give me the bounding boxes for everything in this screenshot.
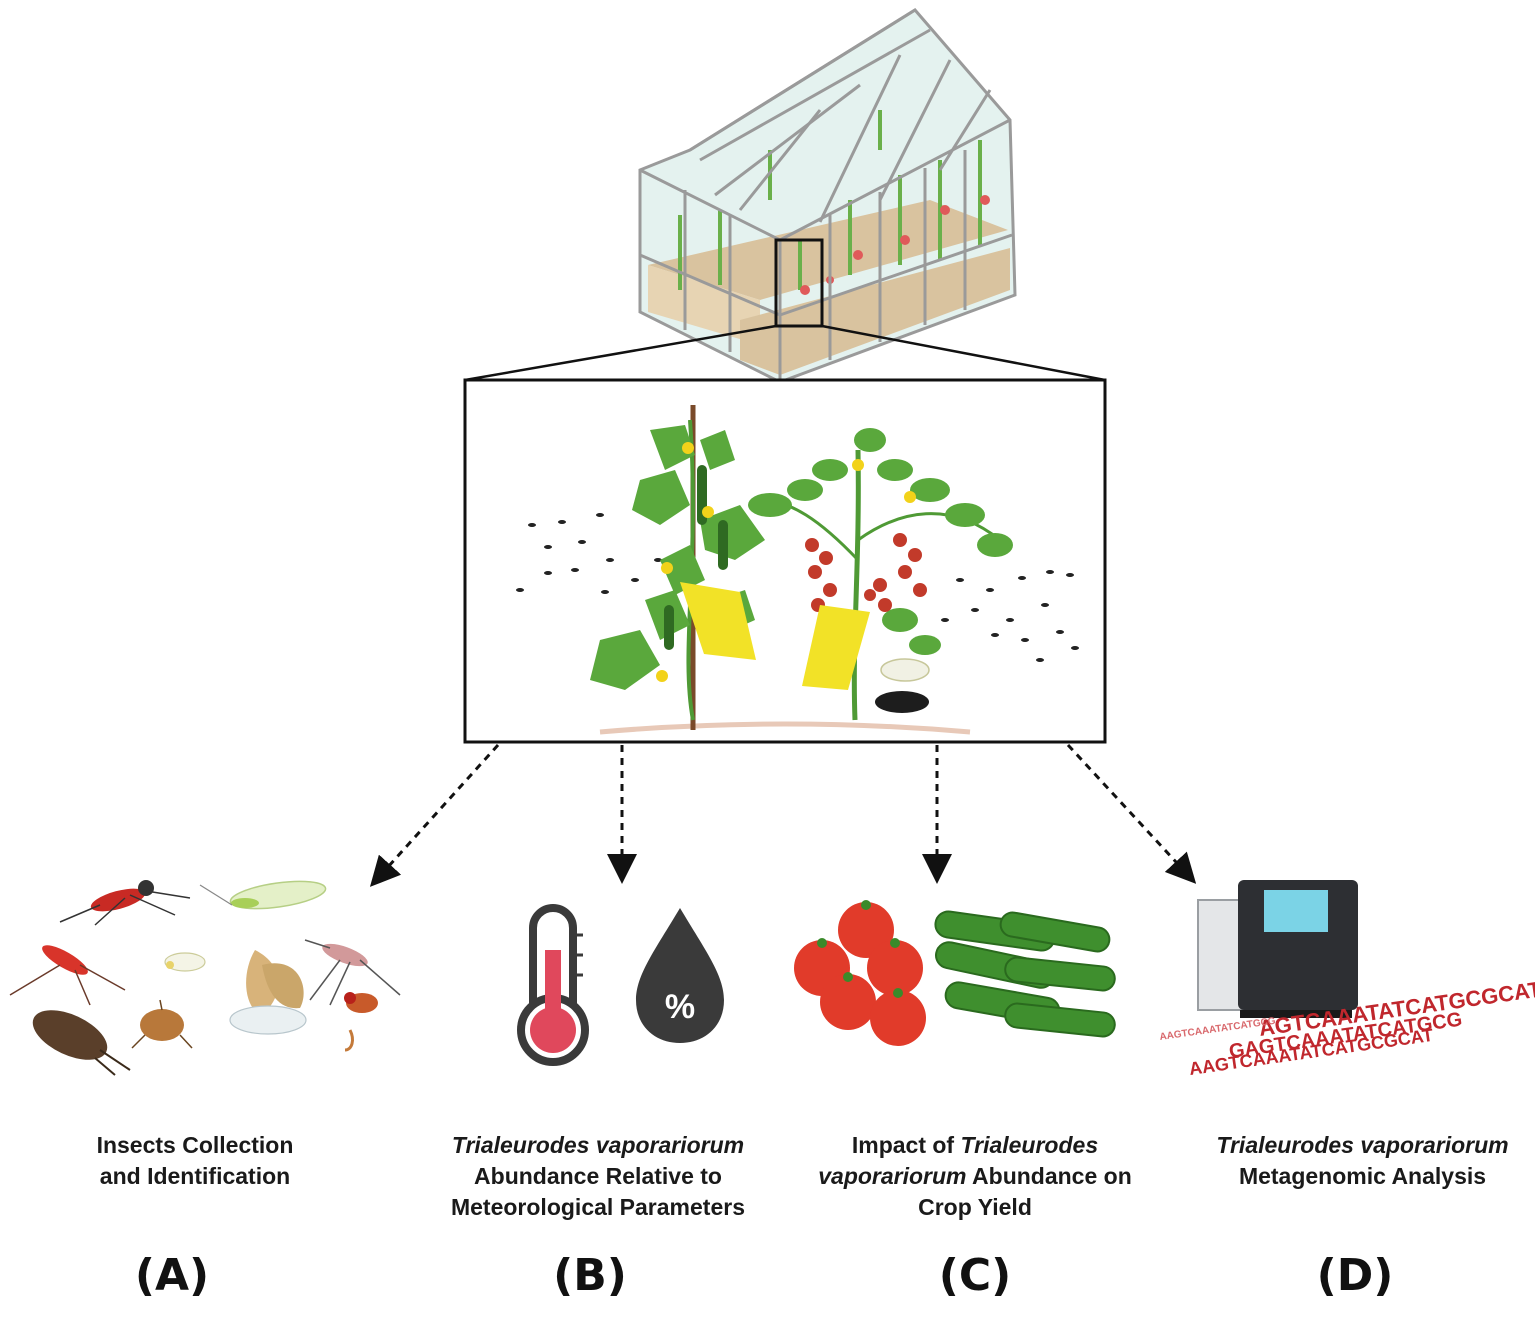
- lacewing-icon: [199, 880, 327, 910]
- caption-b: Trialeurodes vaporariorum Abundance Rela…: [450, 1132, 745, 1220]
- cucumber-plant: [590, 405, 765, 730]
- zoom-line-left: [464, 324, 777, 382]
- caption-a: Insects Collection and Identification: [96, 1132, 294, 1189]
- panel-label-a: (A): [134, 1250, 210, 1301]
- cucumbers-icon: [934, 910, 1116, 1038]
- beetle-small-icon: [131, 999, 193, 1049]
- mosquito-icon: [59, 880, 191, 926]
- sequencer-icon: [1197, 880, 1358, 1018]
- caption-d: Trialeurodes vaporariorum Metagenomic An…: [1216, 1132, 1509, 1189]
- panel-label-d: (D): [1316, 1250, 1394, 1301]
- humidity-drop-icon: %: [636, 908, 724, 1043]
- humidity-percent-symbol: %: [665, 988, 695, 1026]
- beetle-icon: [875, 691, 929, 713]
- insects-illustration: [9, 880, 401, 1076]
- panel-label-b: (B): [553, 1250, 627, 1301]
- zoom-line-right: [821, 324, 1106, 382]
- tomato-plant: [748, 428, 1013, 721]
- midge-icon: [9, 945, 126, 1006]
- whitefly-swarm: [516, 513, 1079, 662]
- whitefly-small-icon: [164, 952, 206, 972]
- earwig-icon: [32, 1010, 131, 1076]
- crane-fly-icon: [304, 939, 401, 1006]
- greenhouse: [638, 8, 1017, 384]
- panel-label-c: (C): [938, 1250, 1012, 1301]
- caption-c: Impact of Trialeurodes vaporariorum Abun…: [818, 1132, 1132, 1220]
- larva-icon: [344, 1029, 354, 1052]
- sticky-trap-right: [802, 605, 870, 690]
- zoom-box: [463, 378, 1107, 744]
- whitefly-icon: [880, 658, 930, 682]
- fruit-fly-icon: [344, 992, 378, 1013]
- moth-icon: [229, 950, 307, 1035]
- tomatoes-icon: [794, 900, 926, 1046]
- thermometer-icon: [517, 904, 589, 1066]
- sticky-trap-left: [680, 582, 756, 660]
- dashed-arrows: [369, 743, 1197, 887]
